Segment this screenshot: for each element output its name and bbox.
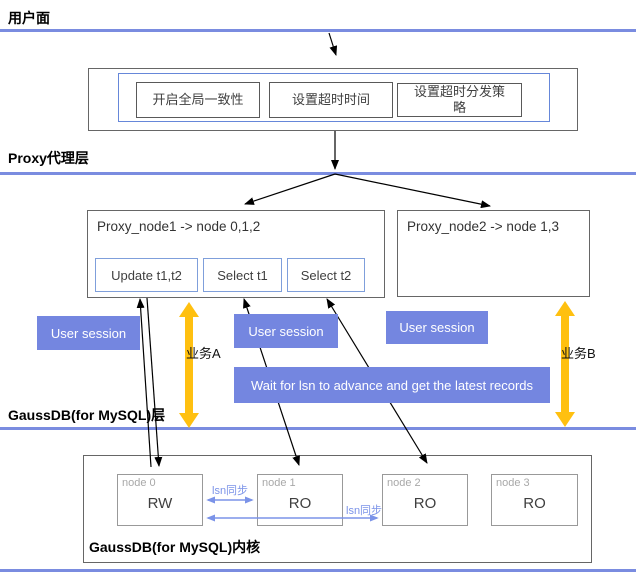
user-plane-actions-container — [118, 73, 550, 122]
user-session-badge-3: User session — [386, 311, 488, 344]
node2-box: node 2 RO — [382, 474, 468, 526]
action-set-timeout-dispatch-policy: 设置超时分发策略 — [397, 83, 522, 117]
flow-a-label: 业务A — [186, 346, 221, 361]
flow-b-arrow — [555, 301, 575, 427]
node1-role: RO — [288, 495, 312, 512]
arrow-user-to-settings — [328, 32, 338, 56]
layer-label-proxy: Proxy代理层 — [8, 150, 89, 166]
action-set-timeout: 设置超时时间 — [269, 82, 393, 118]
layer-label-user: 用户面 — [8, 10, 50, 26]
node3-name: node 3 — [496, 477, 530, 489]
query-update-t1t2: Update t1,t2 — [95, 258, 198, 292]
node1-box: node 1 RO — [257, 474, 343, 526]
node0-role: RW — [147, 495, 173, 512]
kernel-title: GaussDB(for MySQL)内核 — [89, 539, 261, 555]
node2-name: node 2 — [387, 477, 421, 489]
proxy-node1-title: Proxy_node1 -> node 0,1,2 — [97, 219, 261, 234]
divider-proxy-layer — [0, 172, 636, 175]
flow-a-arrow — [179, 302, 199, 428]
query-select-t1: Select t1 — [203, 258, 282, 292]
query-select-t2: Select t2 — [287, 258, 365, 292]
node3-role: RO — [523, 495, 546, 512]
arrow-node0-to-update — [136, 298, 152, 468]
arrow-update-to-node0 — [146, 297, 163, 467]
arrow-to-proxy-node1 — [244, 173, 336, 205]
node0-box: node 0 RW — [117, 474, 203, 526]
node0-name: node 0 — [122, 477, 156, 489]
lsn-sync-label-2: lsn同步 — [346, 505, 383, 517]
layer-label-gaussdb: GaussDB(for MySQL)层 — [8, 407, 166, 423]
action-enable-global-consistency: 开启全局一致性 — [136, 82, 260, 118]
wait-for-lsn-banner: Wait for lsn to advance and get the late… — [234, 367, 550, 403]
node3-box: node 3 RO — [491, 474, 578, 526]
node1-name: node 1 — [262, 477, 296, 489]
divider-bottom — [0, 569, 636, 572]
divider-user-layer — [0, 29, 636, 32]
user-session-badge-2: User session — [234, 314, 338, 348]
proxy-node2-box — [397, 210, 590, 297]
proxy-node2-title: Proxy_node2 -> node 1,3 — [407, 219, 559, 234]
user-session-badge-1: User session — [37, 316, 140, 350]
lsn-sync-label-1: lsn同步 — [212, 485, 249, 497]
arrow-to-proxy-node2 — [334, 173, 491, 209]
divider-gaussdb-layer — [0, 427, 636, 430]
flow-b-label: 业务B — [561, 346, 596, 361]
node2-role: RO — [413, 495, 437, 512]
